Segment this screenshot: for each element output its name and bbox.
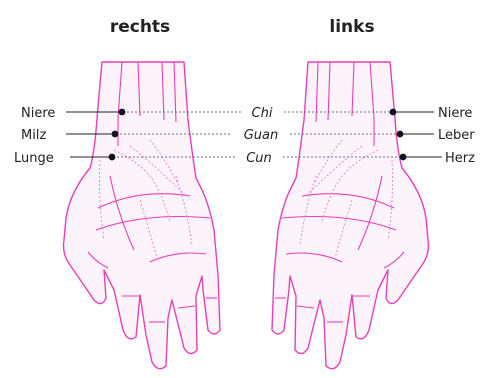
left-hand-point-guan (397, 131, 404, 138)
right-hand-point-cun (109, 154, 116, 161)
left-hand-point-chi (390, 109, 397, 116)
left-organ-label-cun: Herz (445, 151, 475, 166)
right-organ-label-guan: Milz (21, 128, 46, 143)
left-organ-label-chi: Niere (438, 106, 472, 121)
pulse-label-guan: Guan (244, 128, 279, 143)
heading-right-hand: rechts (110, 17, 170, 37)
left-organ-label-guan: Leber (438, 128, 475, 143)
pulse-label-chi: Chi (252, 106, 273, 121)
pulse-row-guan: Milz Guan Leber (21, 128, 475, 143)
left-hand-illustration (272, 62, 429, 369)
pulse-label-cun: Cun (246, 151, 272, 166)
left-hand-point-cun (400, 154, 407, 161)
right-hand-point-guan (112, 131, 119, 138)
heading-left-hand: links (329, 17, 374, 37)
right-hand-illustration (64, 62, 221, 369)
pulse-row-chi: Niere Chi Niere (21, 106, 472, 121)
pulse-row-cun: Lunge Cun Herz (14, 151, 475, 166)
right-hand-point-chi (119, 109, 126, 116)
right-organ-label-chi: Niere (21, 106, 55, 121)
right-organ-label-cun: Lunge (14, 151, 54, 166)
